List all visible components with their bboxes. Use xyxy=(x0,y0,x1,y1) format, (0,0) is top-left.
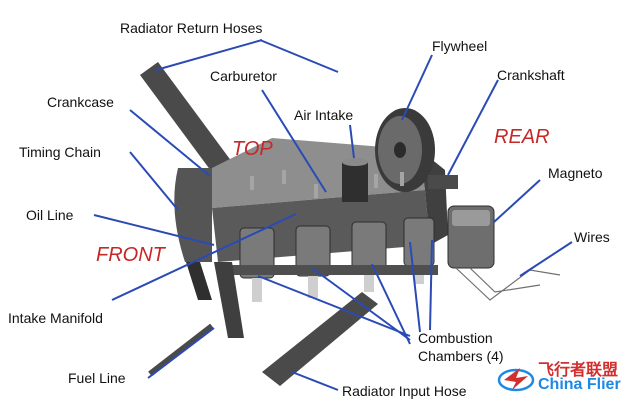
watermark-logo-icon xyxy=(497,368,535,392)
engine-block-top xyxy=(212,138,425,208)
front-leg xyxy=(214,262,244,338)
wires-lines xyxy=(455,267,561,301)
magneto-cap xyxy=(452,210,490,226)
crankcase-body xyxy=(174,168,212,262)
radiator-input-hose-pipe xyxy=(262,292,378,386)
front-leg-2 xyxy=(186,262,212,300)
watermark-cn-text: 飞行者联盟 xyxy=(538,362,619,379)
label-magneto: Magneto xyxy=(548,165,603,181)
fuel-line-pipe xyxy=(148,323,214,377)
direction-top: TOP xyxy=(232,138,273,160)
label-crankshaft: Crankshaft xyxy=(497,67,565,83)
radiator-return-hose-pipe xyxy=(140,62,232,175)
label-wires: Wires xyxy=(574,229,610,245)
direction-rear: REAR xyxy=(494,126,550,148)
label-flywheel: Flywheel xyxy=(432,38,488,54)
watermark: 飞行者联盟 China Flier xyxy=(496,352,636,404)
label-radiator-input-hose: Radiator Input Hose xyxy=(342,383,467,399)
label-fuel-line: Fuel Line xyxy=(68,370,126,386)
label-air-intake: Air Intake xyxy=(294,107,354,123)
label-oil-line: Oil Line xyxy=(26,207,74,223)
leader-lines xyxy=(93,39,573,391)
label-combustion-chambers-line1: Combustion xyxy=(418,330,493,346)
watermark-en-text: China Flier xyxy=(538,376,621,393)
label-carburetor: Carburetor xyxy=(210,68,277,84)
label-crankcase: Crankcase xyxy=(47,94,114,110)
flywheel-hub xyxy=(394,142,406,158)
label-timing-chain: Timing Chain xyxy=(19,144,101,160)
label-combustion-chambers-line2: Chambers (4) xyxy=(418,348,504,364)
intake-manifold-pipe xyxy=(228,265,438,275)
crankshaft-stub xyxy=(428,175,458,189)
head-bolts xyxy=(250,170,404,198)
label-radiator-return-hoses: Radiator Return Hoses xyxy=(120,20,263,36)
air-intake-top xyxy=(342,158,368,166)
air-intake-cylinder xyxy=(342,162,368,202)
direction-front: FRONT xyxy=(96,244,165,266)
label-intake-manifold: Intake Manifold xyxy=(8,310,103,326)
